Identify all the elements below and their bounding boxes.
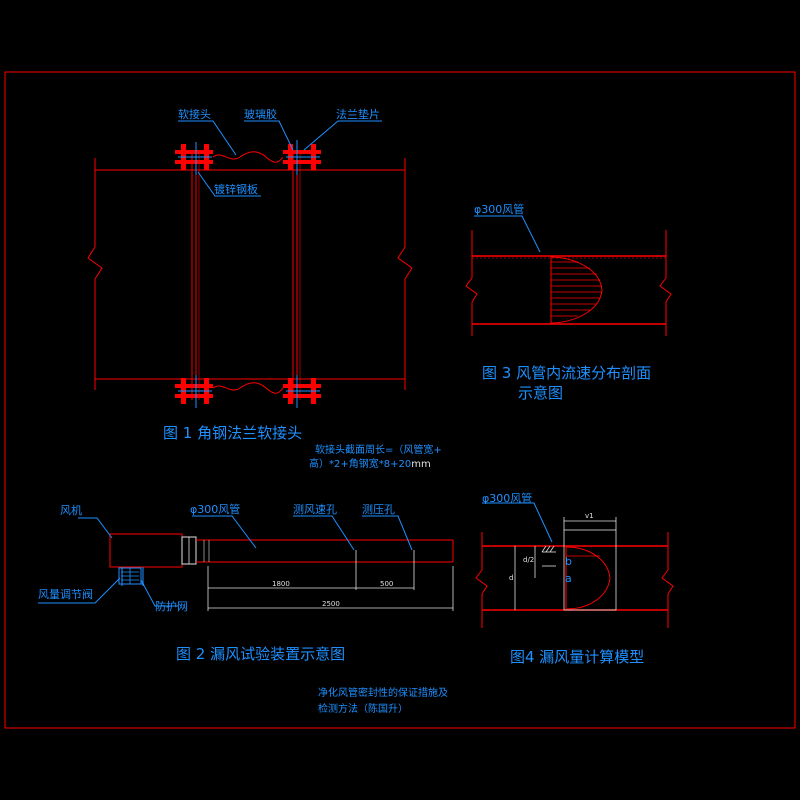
fig4-v1: v1 — [585, 512, 594, 520]
fig3-duct-label: φ300风管 — [474, 202, 524, 216]
label-pressure-hole: 测压孔 — [362, 503, 395, 516]
velocity-profile — [550, 256, 603, 324]
label-soft-joint: 软接头 — [178, 107, 211, 121]
bottom-flange-right — [283, 375, 321, 408]
break-line-right — [397, 158, 413, 390]
fig4-duct-label: φ300风管 — [482, 491, 532, 505]
soft-joint-top — [212, 151, 284, 163]
fig3-break-left — [465, 230, 478, 336]
label-screen: 防护网 — [155, 599, 188, 613]
fig1-note-line2: 高）*2+角钢宽*8+20mm — [309, 457, 431, 470]
leader-glass-glue — [244, 120, 294, 151]
leader-fan — [78, 517, 113, 539]
dim-1800: 1800 — [272, 580, 290, 588]
fig4-d2: d/2 — [523, 556, 534, 564]
label-glass-glue: 玻璃胶 — [244, 107, 277, 121]
label-galvanized-plate: 镀锌钢板 — [214, 182, 258, 196]
fig1-caption: 图 1 角钢法兰软接头 — [163, 424, 302, 442]
fig4-point-b: b — [565, 555, 572, 568]
label-speed-hole: 测风速孔 — [293, 503, 337, 516]
leader-pressure-hole — [362, 515, 413, 551]
fig4-break-right — [661, 532, 674, 628]
fig3-leader — [474, 215, 541, 253]
footer-line1: 净化风管密封性的保证措施及 — [318, 686, 448, 699]
leader-screen — [140, 579, 178, 607]
leader-speed-hole — [293, 515, 355, 551]
fig4-profile — [565, 546, 611, 610]
leader-duct — [192, 515, 257, 549]
drawing-frame — [4, 71, 796, 729]
fig1-note-line2-b: mm — [411, 459, 430, 470]
fig2-caption: 图 2 漏风试验装置示意图 — [176, 645, 345, 663]
top-flange-left — [175, 142, 213, 175]
figure-2: 1800 500 2500 风机 φ300风管 测风速孔 测压孔 风量调节阀 防… — [38, 502, 454, 663]
dim-2500: 2500 — [322, 600, 340, 608]
fig3-caption-line1: 图 3 风管内流速分布剖面 — [482, 364, 651, 382]
fig3-break-right — [659, 230, 672, 336]
leader-air-valve — [38, 577, 121, 604]
top-flange-right — [283, 140, 321, 175]
figure-1: 软接头 玻璃胶 法兰垫片 镀锌钢板 图 1 角钢法兰软接头 软接头截面周长=（风… — [87, 107, 442, 470]
leader-flange-gasket — [303, 120, 382, 151]
fig1-note-line2-a: 高）*2+角钢宽*8+20 — [309, 457, 411, 470]
bottom-flange-left — [175, 375, 213, 408]
fig4-model-rect — [563, 529, 617, 611]
fig4-caption: 图4 漏风量计算模型 — [510, 648, 644, 666]
leader-galvanized-plate — [197, 171, 261, 197]
fan-box — [109, 533, 183, 568]
fig4-leader — [482, 502, 553, 543]
fig4-d: d — [509, 574, 513, 582]
soft-joint-bottom — [212, 382, 284, 394]
label-fan: 风机 — [60, 503, 82, 517]
dim-500: 500 — [380, 580, 393, 588]
break-line-left — [87, 158, 103, 390]
leader-soft-joint — [178, 120, 237, 156]
label-air-valve: 风量调节阀 — [38, 587, 93, 601]
label-duct: φ300风管 — [190, 502, 240, 516]
footer-line2: 检测方法（陈国升） — [318, 702, 408, 715]
figure-4: v1 d d/2 φ300风管 b a 图4 漏风量计算模型 — [475, 491, 674, 666]
fig4-point-a: a — [565, 572, 572, 585]
fig1-note-line1: 软接头截面周长=（风管宽+ — [315, 443, 442, 456]
label-flange-gasket: 法兰垫片 — [336, 107, 380, 121]
figure-3: φ300风管 图 3 风管内流速分布剖面 示意图 — [465, 202, 672, 402]
fig4-break-left — [475, 532, 488, 628]
fig3-caption-line2: 示意图 — [518, 384, 563, 402]
